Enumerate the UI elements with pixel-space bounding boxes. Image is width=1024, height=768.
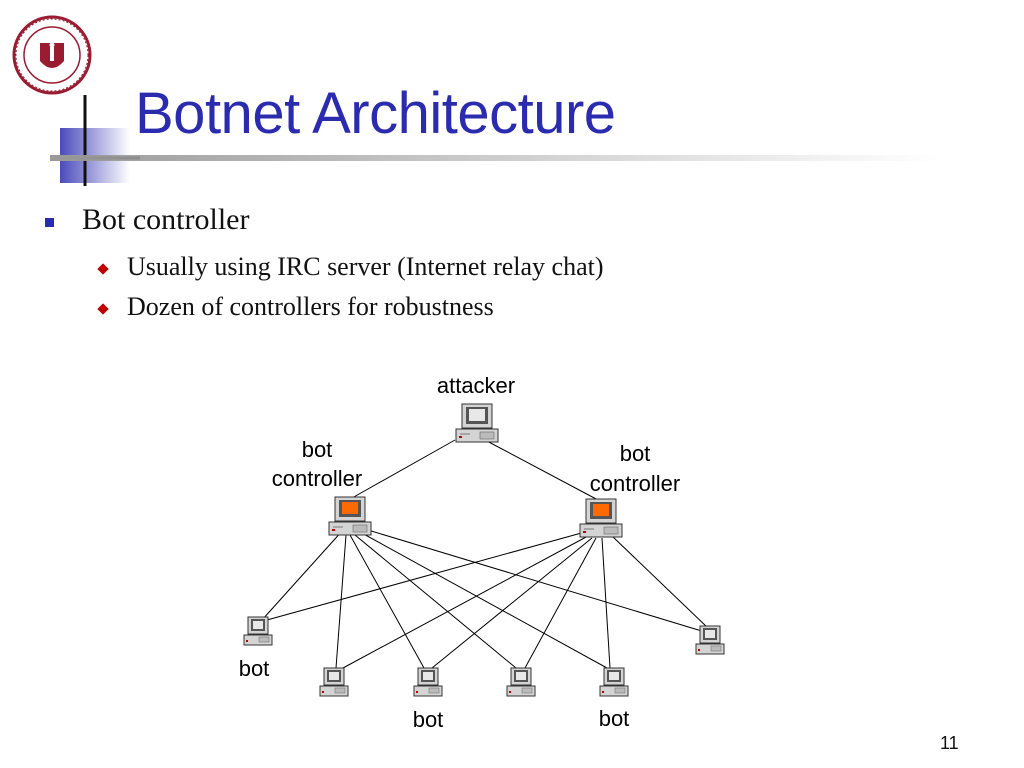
label-controller-left-line1: bot [302, 437, 333, 462]
university-seal-logo [12, 15, 92, 95]
edge-controller-left-bot-2 [335, 534, 347, 669]
edge-controller-left-bot-5 [359, 531, 608, 669]
edge-controller-right-bot-2 [342, 535, 589, 669]
edge-attacker-controller-left [351, 439, 456, 499]
diagram-edges [261, 439, 709, 669]
controller-right-computer-icon [579, 498, 623, 538]
label-bot-left: bot [239, 656, 270, 681]
bullet-dozen-controllers: Dozen of controllers for robustness [127, 292, 494, 321]
edge-controller-left-bot-4 [354, 534, 517, 669]
controller-left-computer-icon [328, 496, 372, 536]
bot-4-computer-icon [506, 667, 536, 697]
bot-5-computer-icon [599, 667, 629, 697]
label-attacker: attacker [437, 373, 515, 398]
edge-controller-left-bot-6 [367, 529, 706, 633]
edge-controller-right-bot-6 [611, 535, 709, 629]
edge-controller-right-bot-4 [524, 537, 597, 669]
label-bot-bottom-1: bot [413, 707, 444, 732]
bot-2-computer-icon [319, 667, 349, 697]
label-controller-left-line2: controller [272, 466, 362, 491]
edge-attacker-controller-right [484, 439, 599, 501]
label-bot-bottom-2: bot [599, 706, 630, 731]
bot-3-computer-icon [413, 667, 443, 697]
slide-title: Botnet Architecture [135, 81, 616, 146]
edge-controller-right-bot-1 [266, 531, 586, 621]
label-controller-right-line2: controller [590, 471, 680, 496]
bullet-bot-controller: Bot controller [82, 203, 250, 236]
attacker-computer-icon [455, 403, 499, 443]
edge-controller-right-bot-3 [431, 537, 593, 669]
title-rule [50, 155, 940, 161]
bot-6-computer-icon [695, 625, 725, 655]
edge-controller-right-bot-5 [601, 537, 611, 669]
edge-controller-left-bot-1 [261, 529, 344, 621]
page-number: 11 [940, 733, 959, 753]
label-controller-right-line1: bot [620, 441, 651, 466]
edge-controller-left-bot-3 [349, 534, 425, 669]
bullet-irc-server: Usually using IRC server (Internet relay… [127, 252, 604, 281]
bot-1-computer-icon [243, 616, 273, 646]
bullet-square-icon [45, 218, 54, 227]
